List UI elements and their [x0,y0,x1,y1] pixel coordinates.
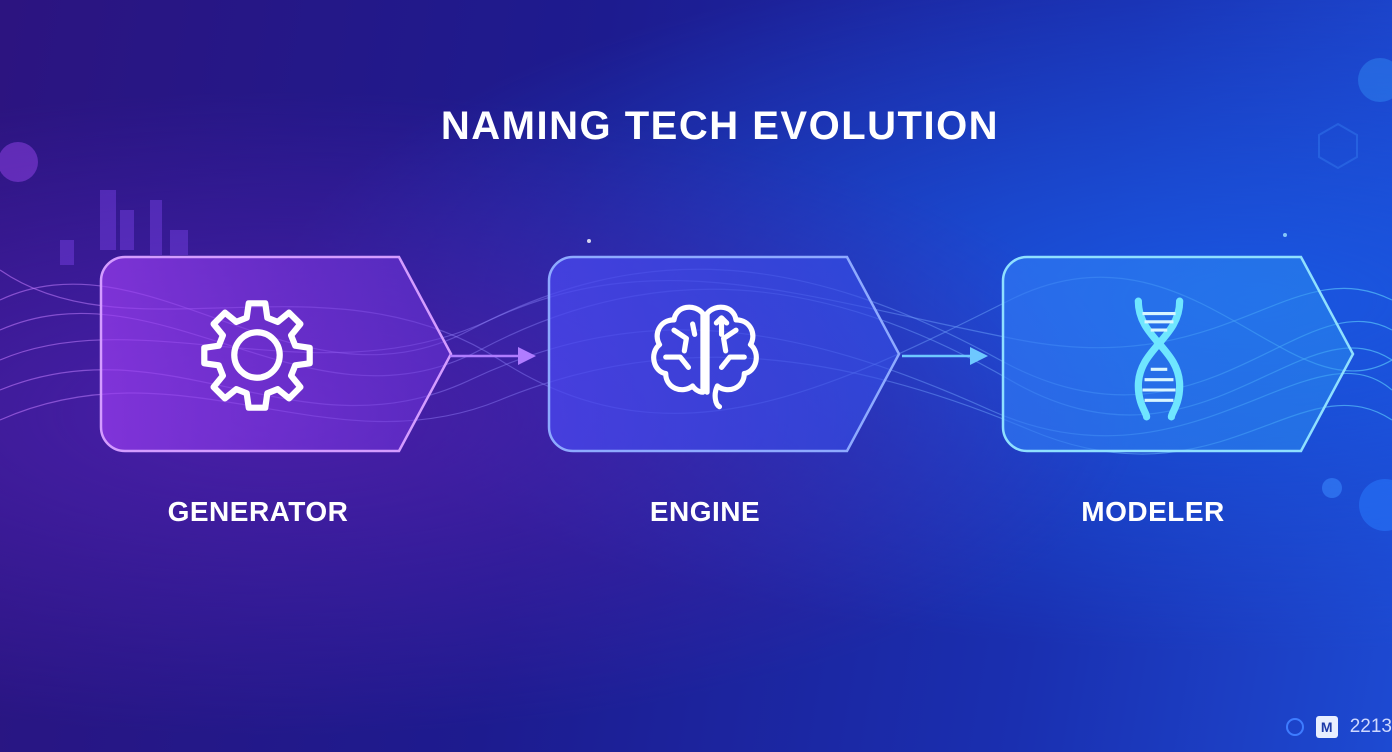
step-label-engine: ENGINE [649,496,761,527]
card-shape [99,255,453,453]
dna-icon [1134,297,1184,421]
arrow-right-icon [450,347,536,365]
gear-icon [201,300,313,411]
step-card-engine [547,255,901,453]
step-label-modeler: MODELER [1081,496,1225,527]
step-card-generator [99,255,453,453]
brain-icon [651,304,759,410]
card-shape [1001,255,1355,453]
step-card-modeler [1001,255,1355,453]
logo-icon: M [1315,716,1338,738]
step-label-generator: GENERATOR [167,496,349,527]
card-shape [547,255,901,453]
watermark: M 2213 [1285,712,1392,742]
arrow-right-icon [902,347,988,365]
page-title: NAMING TECH EVOLUTION [440,104,1000,148]
watermark-code: 2213 [1349,716,1392,737]
circle-icon [1285,718,1304,736]
